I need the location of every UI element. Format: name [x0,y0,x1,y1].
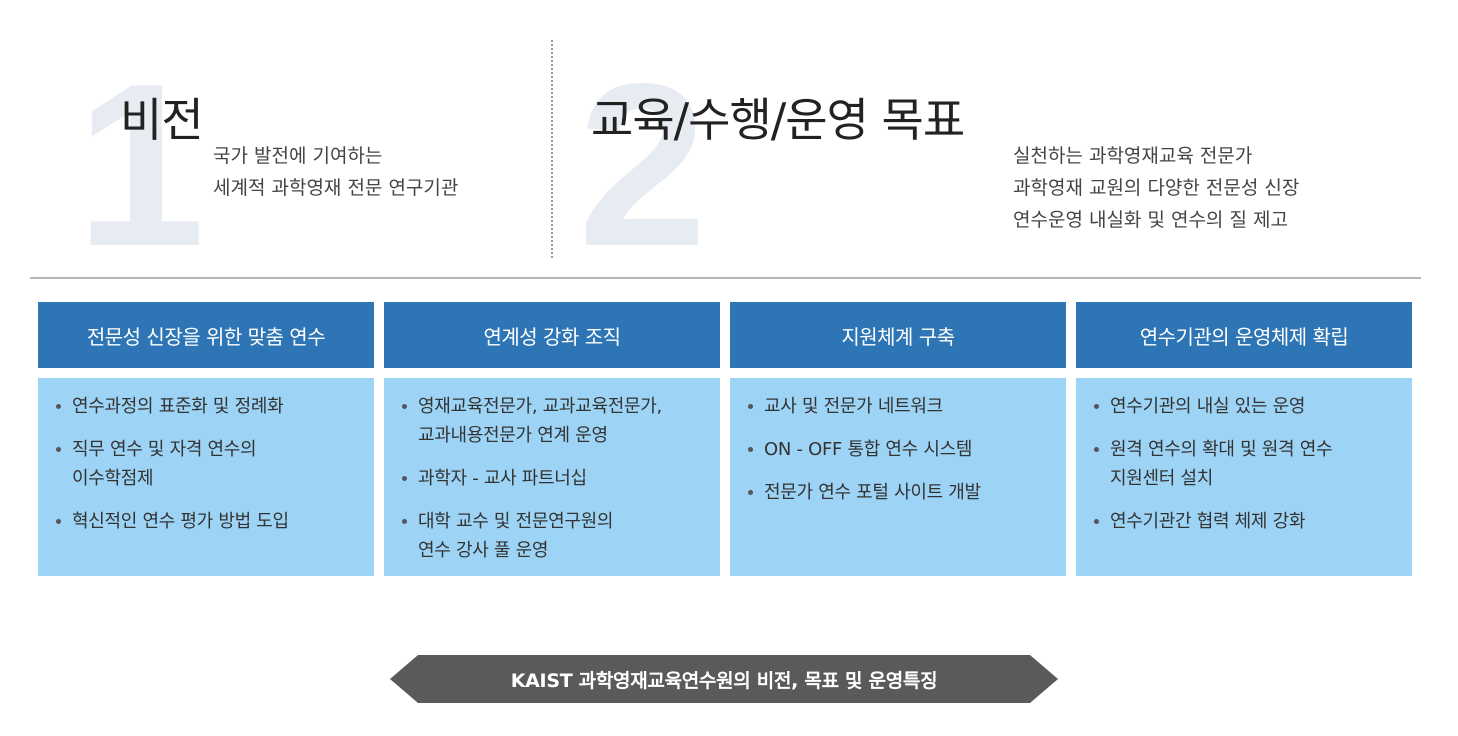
list-item: 혁신적인 연수 평가 방법 도입 [56,507,362,536]
feature-list: 교사 및 전문가 네트워크 ON - OFF 통합 연수 시스템 전문가 연수 … [748,392,1054,507]
list-item-line: ON - OFF 통합 연수 시스템 [764,439,973,460]
list-item: 과학자 - 교사 파트너십 [402,464,708,493]
list-item-line: 영재교육전문가, 교과교육전문가, [418,396,662,417]
goals-line: 과학영재 교원의 다양한 전문성 신장 [1013,177,1300,199]
list-item: 연수기관간 협력 체제 강화 [1094,507,1400,536]
column-body: 영재교육전문가, 교과교육전문가, 교과내용전문가 연계 운영 과학자 - 교사… [384,378,720,576]
column-header: 전문성 신장을 위한 맞춤 연수 [38,302,374,368]
feature-list: 영재교육전문가, 교과교육전문가, 교과내용전문가 연계 운영 과학자 - 교사… [402,392,708,565]
list-item-line: 혁신적인 연수 평가 방법 도입 [72,511,289,532]
feature-list: 연수기관의 내실 있는 운영 원격 연수의 확대 및 원격 연수 지원센터 설치… [1094,392,1400,536]
goals-title: 교육/수행/운영 목표 [591,93,965,147]
vision-number: 1 [76,36,206,295]
list-item-line: 교과내용전문가 연계 운영 [418,425,608,446]
list-item-line: 연수과정의 표준화 및 정례화 [72,396,284,417]
vision-line: 국가 발전에 기여하는 [213,145,383,167]
list-item: 대학 교수 및 전문연구원의 연수 강사 풀 운영 [402,507,708,565]
list-item-line: 과학자 - 교사 파트너십 [418,468,587,489]
banner-shape [390,655,1058,703]
column-body: 연수기관의 내실 있는 운영 원격 연수의 확대 및 원격 연수 지원센터 설치… [1076,378,1412,576]
list-item-line: 대학 교수 및 전문연구원의 [418,511,614,532]
column-header: 연수기관의 운영체제 확립 [1076,302,1412,368]
goals-number: 2 [578,36,708,295]
list-item: 교사 및 전문가 네트워크 [748,392,1054,421]
feature-column-support-system: 지원체계 구축 교사 및 전문가 네트워크 ON - OFF 통합 연수 시스템… [730,302,1066,576]
list-item-line: 교사 및 전문가 네트워크 [764,396,943,417]
vision-description: 국가 발전에 기여하는 세계적 과학영재 전문 연구기관 [213,140,458,204]
column-body: 교사 및 전문가 네트워크 ON - OFF 통합 연수 시스템 전문가 연수 … [730,378,1066,576]
horizontal-rule [30,277,1421,279]
section-divider [551,40,553,258]
vision-title: 비전 [120,93,204,147]
vision-line: 세계적 과학영재 전문 연구기관 [213,177,459,199]
list-item-line: 연수기관간 협력 체제 강화 [1110,511,1306,532]
list-item-line: 연수기관의 내실 있는 운영 [1110,396,1306,417]
list-item-line: 전문가 연수 포털 사이트 개발 [764,482,981,503]
list-item: 직무 연수 및 자격 연수의 이수학점제 [56,435,362,493]
feature-column-operation-system: 연수기관의 운영체제 확립 연수기관의 내실 있는 운영 원격 연수의 확대 및… [1076,302,1412,576]
list-item-line: 지원센터 설치 [1110,468,1213,489]
list-item: 영재교육전문가, 교과교육전문가, 교과내용전문가 연계 운영 [402,392,708,450]
column-header: 연계성 강화 조직 [384,302,720,368]
goals-line: 연수운영 내실화 및 연수의 질 제고 [1013,209,1288,231]
column-body: 연수과정의 표준화 및 정례화 직무 연수 및 자격 연수의 이수학점제 혁신적… [38,378,374,576]
list-item-line: 직무 연수 및 자격 연수의 [72,439,257,460]
goals-description: 실천하는 과학영재교육 전문가 과학영재 교원의 다양한 전문성 신장 연수운영… [1013,140,1299,236]
list-item-line: 원격 연수의 확대 및 원격 연수 [1110,439,1333,460]
list-item: ON - OFF 통합 연수 시스템 [748,435,1054,464]
list-item: 원격 연수의 확대 및 원격 연수 지원센터 설치 [1094,435,1400,493]
feature-list: 연수과정의 표준화 및 정례화 직무 연수 및 자격 연수의 이수학점제 혁신적… [56,392,362,536]
feature-column-linkage: 연계성 강화 조직 영재교육전문가, 교과교육전문가, 교과내용전문가 연계 운… [384,302,720,576]
feature-column-custom-training: 전문성 신장을 위한 맞춤 연수 연수과정의 표준화 및 정례화 직무 연수 및… [38,302,374,576]
list-item: 전문가 연수 포털 사이트 개발 [748,478,1054,507]
list-item: 연수기관의 내실 있는 운영 [1094,392,1400,421]
goals-line: 실천하는 과학영재교육 전문가 [1013,145,1253,167]
banner-caption: KAIST 과학영재교육연수원의 비전, 목표 및 운영특징 [510,669,938,692]
list-item-line: 이수학점제 [72,468,154,489]
list-item-line: 연수 강사 풀 운영 [418,540,549,561]
list-item: 연수과정의 표준화 및 정례화 [56,392,362,421]
column-header: 지원체계 구축 [730,302,1066,368]
caption-banner: KAIST 과학영재교육연수원의 비전, 목표 및 운영특징 [390,655,1058,703]
